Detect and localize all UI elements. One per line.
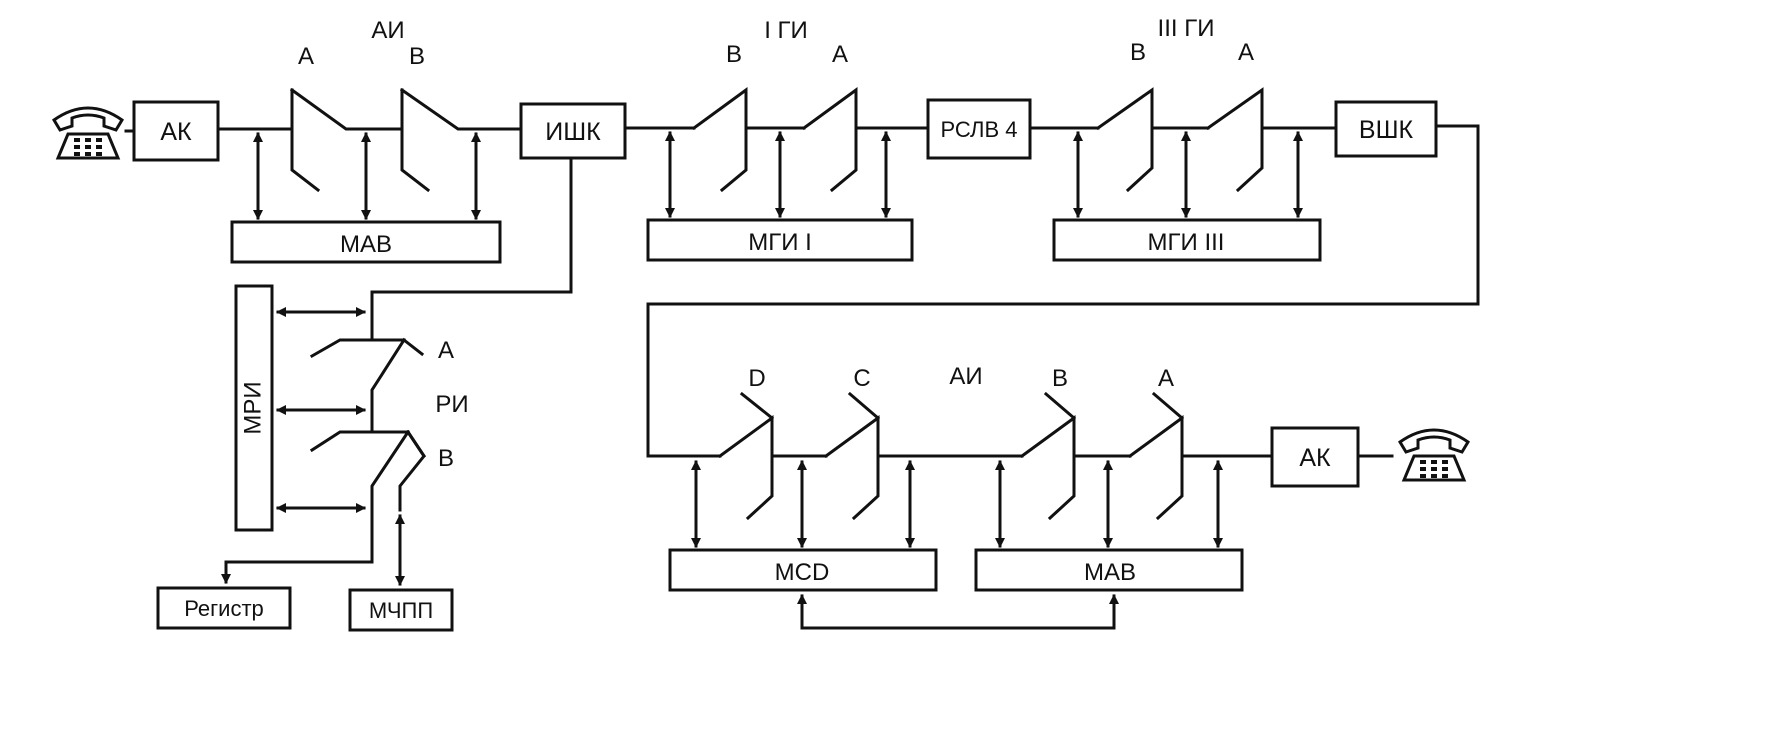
ai-top-port-b: B	[409, 43, 425, 70]
mri-box	[234, 284, 274, 532]
ai-bottom-port-b: B	[1052, 365, 1068, 392]
ai-top-port-a: A	[298, 43, 314, 70]
gi1-switch-a	[801, 87, 858, 193]
mav-top-box	[230, 220, 502, 264]
ak-right-box	[1270, 426, 1360, 488]
mgi3-box	[1052, 218, 1322, 262]
mri-label: МРИ	[239, 381, 266, 434]
ak-right-label: АК	[1299, 444, 1331, 472]
ai-top-switch-b	[400, 88, 431, 193]
msd-box	[668, 548, 938, 592]
gi1-switch-b	[691, 87, 748, 193]
ai-top-switch-a	[290, 88, 321, 193]
ak-left-box	[132, 100, 220, 162]
ai-bottom-label: АИ	[949, 363, 982, 390]
gi1-label: I ГИ	[764, 17, 808, 44]
ai-bottom-switch-c	[823, 415, 880, 521]
mav-bottom-label: МАВ	[1084, 559, 1136, 586]
vshk-box	[1334, 100, 1438, 158]
ri-port-a: A	[438, 337, 454, 364]
ishk-label: ИШК	[545, 118, 601, 146]
ri-switch-a	[309, 338, 406, 359]
ai-bottom-switch-d	[717, 415, 774, 521]
mgi1-box	[646, 218, 914, 262]
msd-label: МСD	[775, 559, 830, 586]
ri-label: РИ	[435, 391, 468, 418]
mav-bottom-box	[974, 548, 1244, 592]
rslv4-box	[926, 98, 1032, 160]
gi1-port-a: A	[832, 41, 848, 68]
telephone-icon	[1397, 428, 1471, 482]
ri-switch-b	[309, 430, 410, 453]
rslv4-label: РСЛВ 4	[940, 117, 1017, 142]
gi3-port-a: A	[1238, 39, 1254, 66]
telephone-icon	[51, 106, 125, 160]
mchpp-box	[348, 588, 454, 632]
gi3-label: III ГИ	[1158, 15, 1215, 42]
ai-top-label: АИ	[371, 17, 404, 44]
ishk-box	[519, 102, 627, 160]
mgi1-label: МГИ I	[748, 229, 812, 256]
ai-bottom-switch-b	[1019, 415, 1076, 521]
vshk-label: ВШК	[1359, 116, 1414, 144]
ai-bottom-port-c: C	[853, 365, 870, 392]
gi1-port-b: B	[726, 41, 742, 68]
gi3-switch-b	[1095, 87, 1154, 193]
gi3-switch-a	[1205, 87, 1264, 193]
mgi3-label: МГИ III	[1148, 229, 1225, 256]
mav-top-label: МАВ	[340, 231, 392, 258]
registr-label: Регистр	[184, 596, 264, 621]
ai-bottom-port-a: A	[1158, 365, 1174, 392]
gi3-port-b: B	[1130, 39, 1146, 66]
ak-left-label: АК	[160, 118, 192, 146]
ai-bottom-switch-a	[1127, 415, 1184, 521]
ri-port-b: B	[438, 445, 454, 472]
registr-box	[156, 586, 292, 630]
mchpp-label: МЧПП	[369, 598, 433, 623]
ai-bottom-port-d: D	[748, 365, 765, 392]
